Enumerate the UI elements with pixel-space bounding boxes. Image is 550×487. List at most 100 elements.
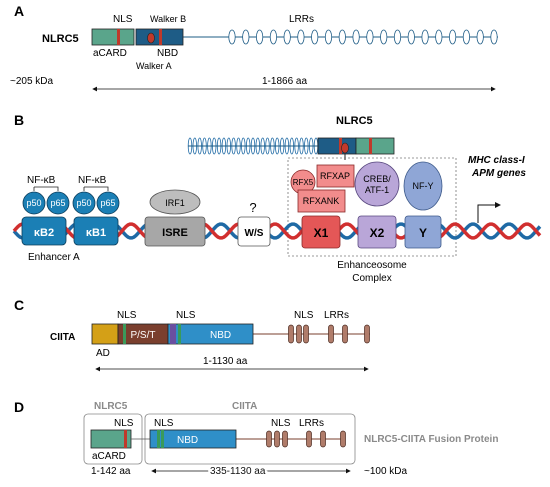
lrr-repeat (269, 29, 277, 45)
nfkb-bracket-1 (33, 186, 59, 191)
length-label: 1-1866 aa (262, 76, 307, 87)
transcription-arrow (477, 202, 501, 223)
d-acard-band (124, 430, 127, 448)
rfxap-box (316, 164, 355, 188)
panel-d: D NLRC5 CIITA NLS NLS NLS LRRs aCARD NBD… (14, 399, 498, 479)
ciita-nls-band-2 (178, 324, 181, 344)
lrr-repeat (448, 29, 457, 45)
panel-b-letter: B (14, 112, 24, 128)
acard-b-band (369, 138, 372, 154)
rfx5-label: RFX5 (293, 178, 314, 187)
d-nls-1: NLS (114, 418, 134, 429)
nbd-b-domain (317, 137, 357, 155)
p50-circle-2 (72, 191, 96, 215)
mhc-label-2: APM genes (471, 168, 526, 179)
panel-a-letter: A (14, 3, 24, 19)
ciita-nls-2: NLS (176, 310, 196, 321)
rfxap-label: RFXAP (320, 171, 350, 181)
walker-b-band (159, 29, 162, 45)
complex-label: Complex (352, 273, 391, 284)
irf1-ellipse (149, 189, 201, 215)
d-nbd-label: NBD (177, 435, 198, 446)
panel-b: B NLRC5 NF-κB p50 p65 κB2 NF-κB p50 p65 (12, 112, 542, 284)
p50-circle-1 (22, 191, 46, 215)
ciita-lrr (342, 324, 348, 344)
d-range-2: 335-1130 aa (210, 466, 266, 477)
acard-domain (91, 28, 135, 46)
x1-label: X1 (314, 226, 329, 240)
lrr-repeat (297, 29, 305, 45)
ciita-nls-band-1 (123, 324, 126, 344)
ciita-lrr (328, 324, 334, 344)
ciita-lrr (296, 324, 302, 344)
ciita-lrrs-label: LRRs (324, 310, 349, 321)
nls-band (117, 29, 120, 45)
y-box (404, 215, 442, 249)
rfxank-label: RFXANK (303, 196, 340, 206)
ciita-lrr (364, 324, 370, 344)
ciita-label: CIITA (50, 332, 75, 343)
kb2-label: κB2 (34, 227, 54, 239)
d-mass: ~100 kDa (364, 466, 408, 477)
panel-d-letter: D (14, 399, 24, 415)
d-lrr (274, 430, 280, 448)
lrr-repeat (407, 29, 415, 45)
d-ciita-label: CIITA (232, 401, 257, 412)
enhanceosome-box (287, 157, 457, 257)
ciita-lrr (288, 324, 294, 344)
nfkb-bracket-2 (83, 186, 109, 191)
creb-circle (354, 161, 400, 207)
pst-label: P/S/T (130, 330, 155, 341)
lrr-repeat (393, 29, 402, 45)
ciita-lrr-repeats (288, 324, 370, 344)
walker-a-label: Walker A (136, 61, 172, 71)
walker-a-b-marker (341, 142, 349, 154)
d-lrr (340, 430, 346, 448)
d-lrr (320, 430, 326, 448)
mass-label: ~205 kDa (10, 76, 54, 87)
nbd-label: NBD (157, 48, 178, 59)
lrr-repeat (324, 29, 333, 45)
atf1-label: ATF-1 (365, 185, 389, 195)
lrr-repeat (462, 29, 470, 45)
lrr-repeat (352, 29, 360, 45)
lrr-repeat (476, 29, 484, 45)
lrr-repeats-a (228, 29, 498, 45)
y-label: Y (419, 226, 427, 240)
lrr-repeat (490, 29, 498, 45)
nlrc5-label: NLRC5 (42, 33, 79, 45)
ad-domain (91, 323, 119, 345)
ciita-nbd-label: NBD (210, 330, 231, 341)
p65-circle-1 (46, 191, 70, 215)
ciita-nbd-domain (167, 323, 254, 345)
kb1-label: κB1 (86, 227, 106, 239)
nfkb-label-2: NF-κB (78, 175, 107, 186)
d-nls-band-2 (161, 430, 164, 448)
d-lrr-repeats (266, 430, 346, 448)
nfy-ellipse (403, 161, 443, 211)
d-nbd-domain (149, 429, 237, 449)
ciita-purple-band (170, 324, 176, 344)
ciita-lrr (303, 324, 309, 344)
isre-label: ISRE (162, 227, 188, 239)
panel-a: A NLRC5 NLS Walker B LRRs aCARD NBD Walk… (10, 3, 498, 92)
d-nls-3: NLS (271, 418, 291, 429)
x2-box (357, 215, 397, 249)
p65-label-1: p65 (50, 198, 65, 208)
d-nls-2: NLS (154, 418, 174, 429)
nfkb-label-1: NF-κB (27, 175, 56, 186)
ciita-length-label: 1-1130 aa (203, 356, 248, 367)
d-lrr (282, 430, 288, 448)
x1-box (301, 215, 341, 249)
lrr-repeat (255, 29, 264, 45)
panel-c-letter: C (14, 297, 24, 313)
d-acard-label: aCARD (92, 451, 126, 462)
panel-c: C CIITA NLS NLS NLS LRRs P/S/T NBD AD 1-… (14, 297, 370, 372)
d-nls-band-1 (157, 430, 160, 448)
isre-box (144, 216, 206, 247)
lrr-repeat (338, 29, 346, 45)
d-lrr (266, 430, 272, 448)
d-lrrs-label: LRRs (299, 418, 324, 429)
fusion-label: NLRC5-CIITA Fusion Protein (364, 434, 498, 445)
rfxank-box (297, 189, 346, 213)
